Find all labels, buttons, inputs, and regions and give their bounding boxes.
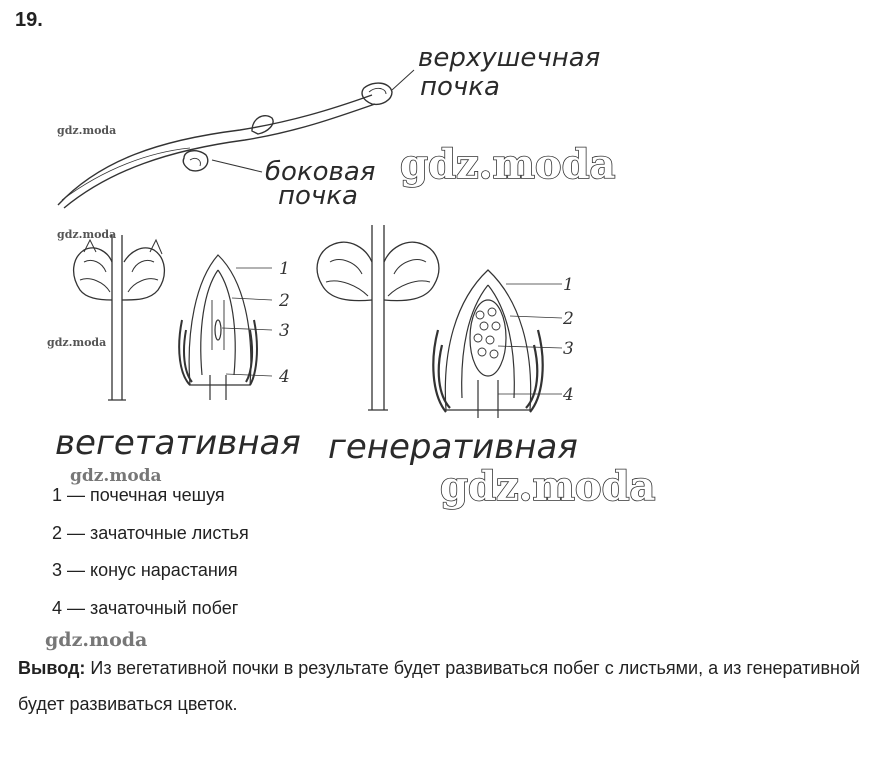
caption-generative: генеративная [328,427,578,467]
apical-bud-label-line1: верхушечная [418,43,600,73]
part-number-1-veg: 1 [279,259,290,279]
part-number-4-veg: 4 [278,367,290,387]
vegetative-bud-section [178,254,273,400]
part-number-2-veg: 2 [278,291,290,311]
conclusion-paragraph: Вывод: Из вегетативной почки в результат… [18,650,868,722]
apical-bud-label-line2: почка [420,72,500,102]
conclusion-text: Из вегетативной почки в результате будет… [18,658,861,714]
part-number-2-gen: 2 [562,309,574,329]
branch-drawing [57,69,415,209]
generative-bud-exterior [316,225,440,411]
watermark: gdz.moda [440,463,655,510]
part-number-1-gen: 1 [563,275,574,295]
watermark: gdz.moda [45,629,147,651]
part-number-3-veg: 3 [279,321,290,341]
conclusion-label: Вывод: [18,658,86,678]
flower-primordia [473,307,501,359]
watermark: gdz.moda [400,141,615,188]
legend-item: 1 — почечная чешуя [52,485,225,505]
task-number: 19. [15,9,43,31]
legend-item: 3 — конус нарастания [52,560,238,580]
vegetative-bud-exterior [73,235,165,401]
part-number-3-gen: 3 [563,339,574,359]
legend-item: 4 — зачаточный побег [52,597,239,618]
generative-bud-section [432,269,563,418]
watermark: gdz.moda [57,124,116,137]
legend-list: 1 — почечная чешуя 2 — зачаточные листья… [52,483,249,633]
watermark: gdz.moda [70,466,162,486]
caption-vegetative: вегетативная [55,423,301,463]
lateral-bud-label-line2: почка [278,181,358,211]
part-number-4-gen: 4 [562,385,574,405]
watermark: gdz.moda [47,336,106,349]
legend-item: 2 — зачаточные листья [52,522,249,543]
watermark: gdz.moda [57,228,116,241]
lateral-bud-label-line1: боковая [265,157,375,187]
